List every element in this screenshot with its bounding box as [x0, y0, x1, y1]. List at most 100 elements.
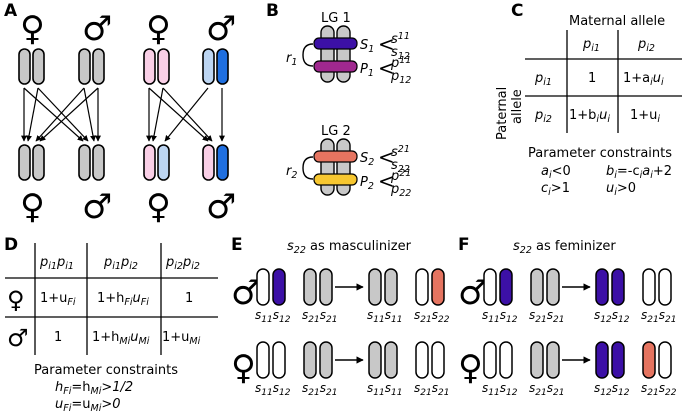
allele-label: p11: [390, 55, 411, 71]
recombination-bracket: [302, 43, 314, 67]
chromosome: [642, 268, 656, 306]
chromosome: [336, 138, 351, 196]
locus-bracket: <: [378, 169, 395, 193]
male-symbol: ♂: [206, 9, 236, 49]
column-header: pi1pi1: [39, 255, 74, 272]
column-header: pi1pi2: [103, 255, 138, 272]
chromosome: [658, 341, 672, 379]
constraint: ui>0: [606, 181, 636, 198]
chromosome: [431, 341, 445, 379]
chromosome: [499, 341, 513, 379]
female-symbol: ♀: [146, 187, 171, 227]
table-cell: 1+hMiuMi: [92, 330, 150, 347]
chromosome: [256, 341, 270, 379]
male-symbol: ♂: [82, 9, 112, 49]
locus-bracket: <: [378, 145, 395, 169]
table-cell: 1+aiui: [623, 71, 664, 88]
chromosome: [216, 144, 229, 181]
inheritance-arrow: [23, 87, 84, 142]
female-symbol: ♀: [458, 348, 483, 388]
chromosome: [303, 341, 317, 379]
chromosome: [143, 144, 156, 181]
genotype-label: s12s12: [594, 308, 630, 325]
inheritance-arrow: [151, 87, 164, 142]
inheritance-arrow: [39, 87, 99, 142]
chromosome: [384, 341, 398, 379]
maternal-allele-heading: Maternal allele: [569, 14, 665, 29]
allele-label: p21: [390, 168, 411, 184]
chromosome: [368, 268, 382, 306]
constraints-heading: Parameter constraints: [528, 146, 672, 161]
inheritance-arrow: [164, 87, 209, 142]
s-locus-band: [313, 37, 358, 50]
genotype-label: s12s12: [594, 381, 630, 398]
table-cell: 1+uFi: [40, 291, 76, 308]
chromosome: [642, 341, 656, 379]
panel-label-e: E: [231, 235, 243, 255]
panel-c: Maternal allele Paternal allele pi1 pi2 …: [495, 14, 682, 198]
genotype-label: s21s21: [529, 308, 564, 325]
chromosome: [530, 341, 544, 379]
chromosome: [384, 268, 398, 306]
genotype-label: s21s21: [529, 381, 564, 398]
inheritance-arrow: [83, 87, 96, 142]
chromosome: [320, 25, 335, 83]
genotype-label: s11s12: [255, 381, 291, 398]
panel-b: LG 1 r1 S1 < s11 s12 P1 < p11 p12 LG 2 r…: [286, 11, 411, 199]
chromosome: [272, 341, 286, 379]
chromosome: [32, 144, 45, 181]
chromosome: [202, 48, 215, 85]
table-cell: 1+hFiuFi: [97, 291, 149, 308]
recombination-rate: r1: [286, 51, 297, 68]
panel-label-d: D: [4, 235, 18, 255]
chromosome: [319, 341, 333, 379]
lg1-title: LG 1: [321, 11, 351, 26]
female-symbol: ♀: [146, 9, 171, 49]
locus-bracket: <: [378, 56, 395, 80]
genotype-label: s21s21: [414, 381, 449, 398]
chromosome: [78, 144, 91, 181]
chromosome: [546, 341, 560, 379]
allele-label: s12: [391, 45, 410, 62]
chromosome: [303, 268, 317, 306]
recombination-bracket: [302, 156, 314, 180]
genotype-label: s11s12: [482, 381, 518, 398]
chromosome: [256, 268, 270, 306]
inheritance-arrow: [35, 87, 85, 142]
panel-d: pi1pi1 pi1pi2 pi2pi2 ♀ ♂ 1+uFi 1+hFiuFi …: [5, 243, 218, 414]
chromosome: [530, 268, 544, 306]
allele-label: s11: [391, 31, 410, 47]
chromosome: [216, 48, 229, 85]
genotype-label: s11s12: [255, 308, 291, 325]
constraint: uFi=uMi>0: [55, 397, 121, 414]
chromosome: [611, 268, 625, 306]
chromosome: [611, 341, 625, 379]
panel-label-b: B: [266, 1, 279, 21]
chromosome: [483, 341, 497, 379]
panel-a: ♀ ♂ ♀ ♂: [18, 9, 236, 227]
female-symbol: ♀: [20, 9, 45, 49]
p-locus-label: P1: [360, 62, 374, 79]
panel-e-title: s22 as masculinizer: [287, 239, 412, 256]
table-cell: 1: [588, 71, 596, 86]
s-locus-band: [313, 150, 358, 163]
panel-label-c: C: [511, 1, 523, 21]
column-header: pi2pi2: [165, 255, 200, 272]
chromosome: [319, 268, 333, 306]
genotype-label: s21s21: [302, 381, 337, 398]
chromosome: [431, 268, 445, 306]
column-header: pi1: [582, 37, 600, 54]
chromosome: [595, 268, 609, 306]
constraint: hFi=hMi>1/2: [55, 380, 133, 397]
genotype-label: s11s12: [482, 308, 518, 325]
s-locus-label: S1: [360, 38, 374, 55]
inheritance-arrow: [162, 87, 213, 142]
panel-label-f: F: [458, 235, 470, 255]
panel-label-a: A: [4, 1, 18, 21]
lg2-title: LG 2: [321, 124, 351, 139]
s-locus-label: S2: [360, 151, 374, 168]
